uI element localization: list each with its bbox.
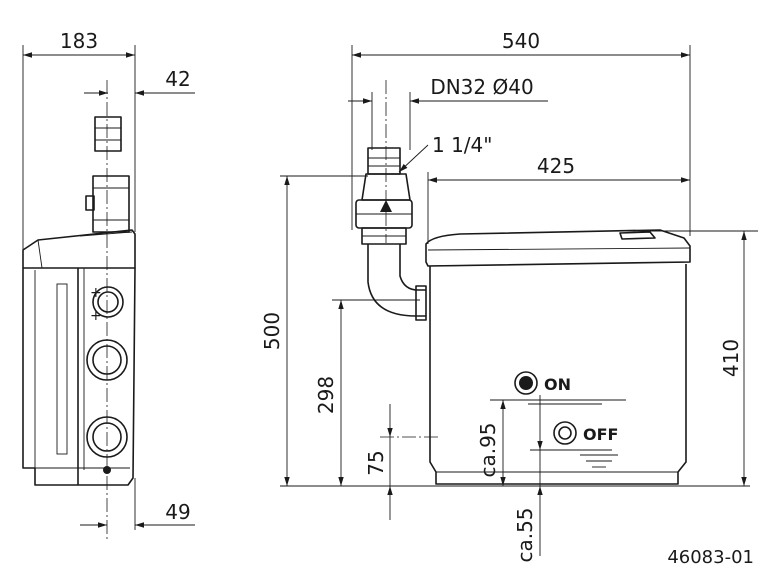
front-connector — [367, 147, 401, 175]
side-body — [22, 267, 136, 486]
front-pipe-bend-inner — [399, 244, 426, 291]
side-connector — [94, 116, 122, 152]
side-port-bottom — [86, 416, 128, 458]
dim-side-bottom: 49 — [165, 500, 190, 524]
dim-total-width: 540 — [502, 29, 540, 53]
svg-text:+: + — [90, 308, 102, 324]
dim-switch-off-level: ca.55 — [513, 507, 537, 562]
drawing-number: 46083-01 — [667, 547, 754, 568]
dim-pipe-dn: DN32 Ø40 — [430, 75, 533, 99]
dim-tank-height: 410 — [719, 339, 743, 377]
off-label: OFF — [583, 425, 618, 444]
on-label: ON — [544, 375, 571, 394]
side-lid — [22, 229, 136, 269]
dim-tank-width: 425 — [537, 154, 575, 178]
front-view: 540 DN32 Ø40 1 1/4" 425 500 410 298 75 — [260, 29, 758, 563]
dim-inlet-height: 298 — [314, 376, 338, 414]
off-indicator — [553, 421, 577, 445]
on-indicator — [514, 371, 538, 395]
front-tank-body — [429, 264, 687, 485]
dim-thread: 1 1/4" — [432, 133, 492, 157]
dim-low-height: 75 — [364, 450, 388, 475]
dim-switch-on-level: ca.95 — [476, 422, 500, 477]
side-view: 183 42 49 + + — [22, 29, 195, 540]
dim-side-pipe: 42 — [165, 67, 190, 91]
side-port-middle — [86, 339, 128, 381]
dim-total-height: 500 — [260, 312, 284, 350]
svg-text:+: + — [90, 285, 102, 301]
side-valve-body — [92, 175, 130, 233]
side-port-top — [92, 286, 124, 318]
dim-side-width: 183 — [60, 29, 98, 53]
front-pipe-bend-outer — [367, 244, 426, 317]
